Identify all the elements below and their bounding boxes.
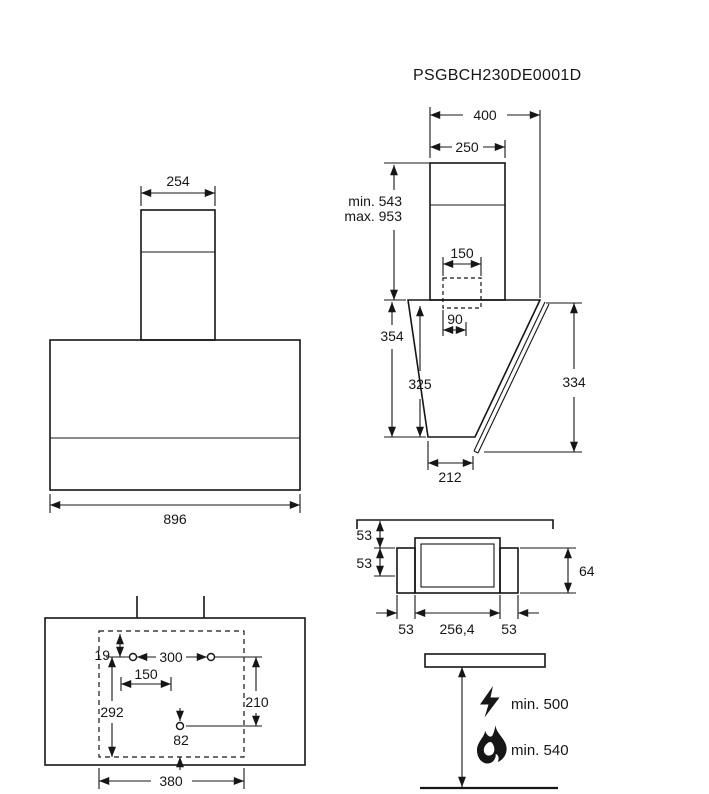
bracket-right-tab — [499, 547, 519, 594]
template-hole-spacing-top-dimension: 300 — [137, 649, 207, 665]
side-view: 400 250 min. 543 max. 953 150 — [344, 107, 586, 485]
template-left-height-dimension: 292 — [100, 657, 124, 757]
template-width-dimension: 380 — [98, 768, 245, 789]
template-left-height-label: 292 — [100, 704, 124, 720]
bracket-bottom-right-label: 53 — [501, 621, 517, 637]
side-total-depth-label: 400 — [473, 107, 497, 123]
bracket-center-box-inner — [420, 543, 495, 588]
front-body-width-label: 896 — [163, 511, 187, 527]
bracket-mid-offset-dimension: 53 — [356, 548, 395, 577]
template-hole-spacing-top-label: 300 — [159, 649, 183, 665]
product-code-label: PSGBCH230DE0001D — [413, 67, 581, 84]
template-hole-spacing-mid-dimension: 150 — [120, 666, 172, 691]
side-rear-height-dimension: 354 — [380, 302, 426, 438]
side-rear-height-label: 354 — [380, 328, 404, 344]
template-top-offset-dimension: 19 — [94, 634, 124, 663]
side-total-depth-dimension: 400 — [430, 107, 540, 123]
hood-bottom-bar — [424, 653, 546, 668]
side-bottom-depth-label: 212 — [438, 469, 462, 485]
side-inner-height-dimension: 325 — [408, 306, 432, 437]
clearance-gas-label: min. 540 — [511, 742, 569, 759]
side-chimney-depth-dimension: 250 — [430, 139, 505, 155]
side-bottom-depth-dimension: 212 — [427, 441, 474, 485]
side-glass-tip — [473, 450, 479, 454]
bracket-side-height-dimension: 64 — [520, 547, 595, 594]
front-chimney-width-dimension: 254 — [140, 173, 216, 206]
template-bottom-offset-label: 82 — [173, 732, 189, 748]
front-body-outline — [49, 339, 301, 491]
drilling-template-view: 19 300 150 210 292 82 — [44, 596, 306, 789]
bracket-bottom-center-label: 256,4 — [439, 621, 474, 637]
bracket-mid-offset-label: 53 — [356, 555, 372, 571]
front-body-width-dimension: 896 — [49, 494, 301, 527]
front-chimney-width-label: 254 — [166, 173, 190, 189]
side-duct-width-label: 150 — [450, 245, 474, 261]
bracket-top-offset-label: 53 — [356, 527, 372, 543]
bracket-center-box-outer — [414, 537, 501, 594]
side-glass-edge-outer — [473, 301, 546, 452]
template-top-offset-label: 19 — [94, 647, 110, 663]
template-right-height-dimension: 210 — [245, 657, 269, 726]
template-bottom-offset-dimension: 82 — [173, 708, 189, 770]
side-height-max-label: max. 953 — [344, 208, 402, 224]
bracket-left-tab — [396, 547, 416, 594]
side-inner-height-label: 325 — [408, 376, 432, 392]
bracket-top-offset-dimension: 53 — [356, 521, 395, 549]
side-front-height-dimension: 334 — [484, 302, 586, 453]
flame-icon — [477, 725, 507, 764]
clearance-view: min. 500 min. 540 — [420, 653, 569, 790]
front-chimney-outline — [140, 209, 216, 341]
side-duct-offset-label: 90 — [447, 311, 463, 327]
side-duct-outlet-dashed — [442, 277, 482, 309]
template-outline — [44, 617, 306, 766]
side-height-min-label: min. 543 — [348, 193, 402, 209]
bracket-wall-line — [356, 519, 554, 529]
template-dashed-area — [98, 630, 245, 758]
drill-hole-right — [206, 652, 216, 662]
bracket-bottom-left-label: 53 — [398, 621, 414, 637]
side-chimney-depth-label: 250 — [455, 139, 479, 155]
side-front-height-label: 334 — [562, 374, 586, 390]
bracket-bottom-dimensions: 53 256,4 53 — [376, 595, 539, 637]
side-body-outline — [407, 299, 542, 438]
template-hole-spacing-mid-label: 150 — [134, 666, 158, 682]
side-duct-width-dimension: 150 — [442, 245, 482, 276]
clearance-electric-label: min. 500 — [511, 696, 569, 713]
side-duct-offset-dimension: 90 — [442, 310, 467, 336]
drill-hole-bottom — [175, 721, 185, 731]
template-width-label: 380 — [159, 773, 183, 789]
drill-hole-left — [128, 652, 138, 662]
duct-bracket-top-view: 53 53 64 53 256,4 53 — [356, 519, 595, 637]
bracket-side-height-label: 64 — [579, 563, 595, 579]
side-height-range-dimension: min. 543 max. 953 — [344, 162, 430, 301]
lightning-bolt-icon — [480, 686, 500, 718]
side-glass-edge-inner — [477, 303, 550, 454]
side-chimney-outline — [429, 162, 506, 301]
front-view: 254 896 — [49, 173, 301, 527]
template-right-height-label: 210 — [245, 694, 269, 710]
